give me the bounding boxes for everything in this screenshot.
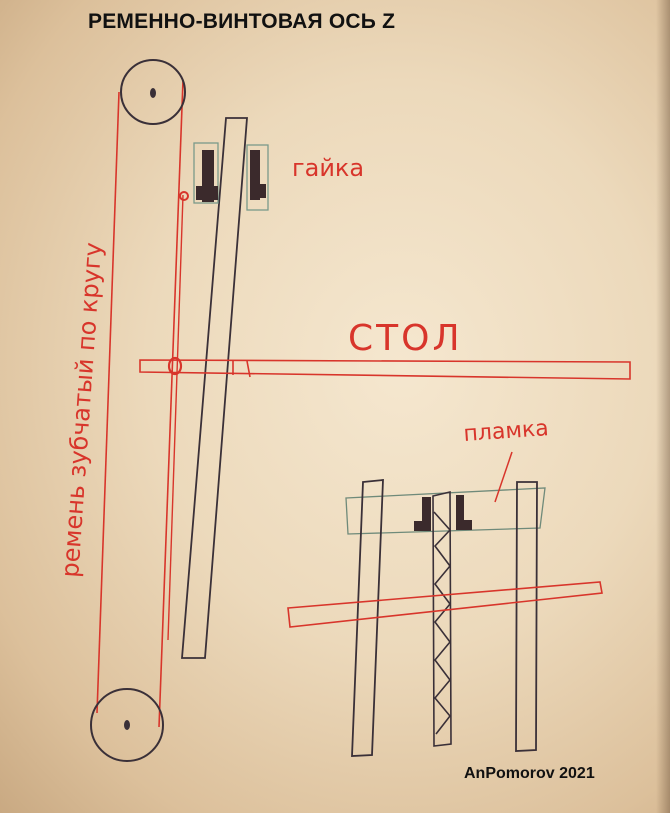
nut-label: гайка (292, 154, 364, 182)
table-bar-joint-2 (246, 360, 251, 378)
plate-nut-left-body (422, 497, 431, 530)
nut-right-body (250, 150, 260, 200)
lower-table-bar (287, 581, 603, 628)
table-bar-outline (139, 359, 631, 380)
belt-right-run (158, 79, 184, 728)
vertical-rail (181, 117, 248, 659)
nut-left (193, 142, 219, 204)
belt-left-run (96, 91, 120, 714)
plate-nut-right (456, 495, 472, 530)
lead-screw-thread (433, 511, 452, 735)
top-pulley-axle (150, 88, 156, 98)
plate-outline (345, 487, 546, 535)
nut-left-foot (196, 186, 218, 200)
plate-arrow (494, 451, 513, 503)
belt-label: ремень зубчатый по кругу (56, 241, 107, 578)
table-screw-nut (167, 356, 183, 376)
lead-screw-line (167, 194, 184, 641)
plate-label: пламка (463, 416, 550, 447)
top-pulley-wheel (120, 59, 186, 125)
nut-right (246, 144, 269, 211)
nut-right-outline (246, 144, 269, 211)
right-rail-right (515, 481, 538, 752)
top-pulley (120, 59, 186, 125)
table-bar (139, 356, 631, 380)
nut-red-marker (179, 191, 189, 201)
bottom-pulley-axle (124, 720, 130, 730)
plate-nut-left-foot (414, 521, 431, 531)
table-label: СТОЛ (348, 318, 463, 359)
author-signature: AnPomorov 2021 (464, 765, 595, 782)
plate-nut-right-body (456, 495, 464, 529)
page-title: РЕМЕННО-ВИНТОВАЯ ОСЬ Z (88, 10, 396, 33)
nut-right-foot (250, 184, 266, 198)
bottom-pulley (90, 688, 164, 762)
right-rail-left (351, 479, 384, 757)
plate-nut-right-foot (456, 520, 472, 530)
plate-nut-left (414, 497, 431, 531)
belt-loop (96, 79, 184, 728)
paper-edge-shadow (656, 0, 670, 813)
bottom-pulley-wheel (90, 688, 164, 762)
lead-screw-body (432, 490, 452, 747)
nut-left-outline (193, 142, 219, 204)
